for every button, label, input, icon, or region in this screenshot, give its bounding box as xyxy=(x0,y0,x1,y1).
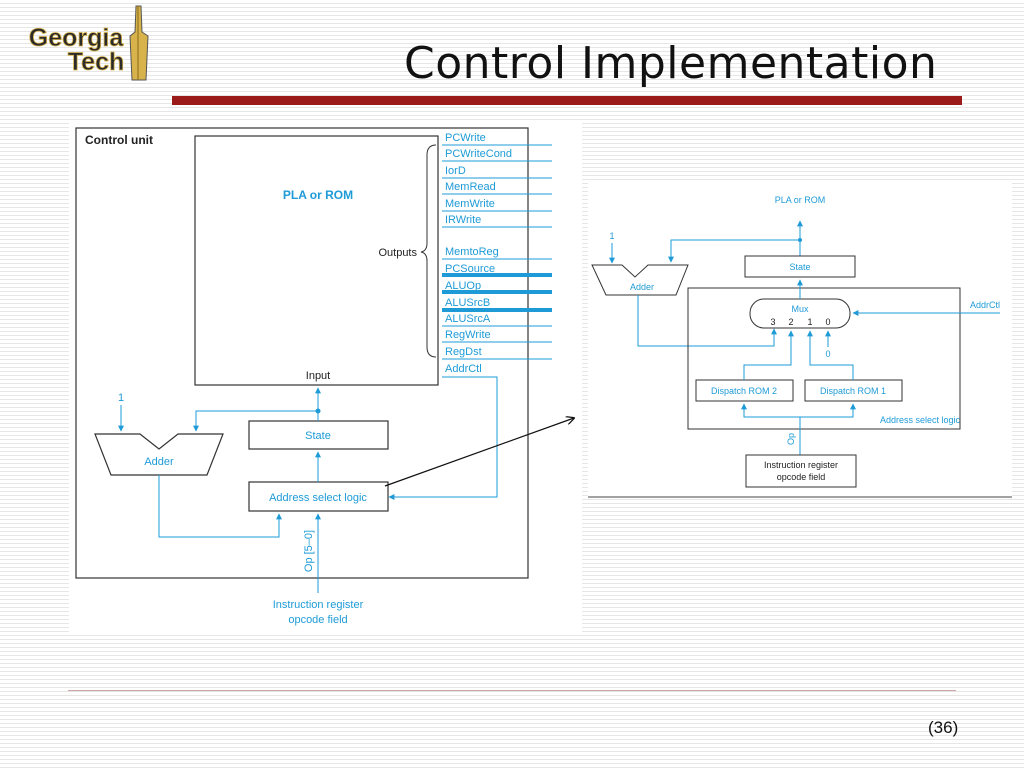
mux-label: Mux xyxy=(791,304,809,314)
outputs-label: Outputs xyxy=(378,247,417,259)
instruction-register-box xyxy=(745,454,857,488)
mux-input-0: 0 xyxy=(825,317,830,327)
opcode-to-rom1-wire xyxy=(800,403,856,418)
signal-aluop: ALUOp xyxy=(445,280,481,292)
address-select-detail-diagram: PLA or ROM State Adder 1 Address select … xyxy=(588,183,1012,499)
dispatch-rom-2-label: Dispatch ROM 2 xyxy=(711,386,777,396)
control-unit-diagram: Control unit PLA or ROM Outputs Input PC… xyxy=(69,121,582,633)
signal-regwrite: RegWrite xyxy=(445,329,491,341)
signal-alusrca: ALUSrcA xyxy=(445,313,491,325)
signal-memtoreg: MemtoReg xyxy=(445,246,499,258)
georgia-tech-logo: Georgia Tech xyxy=(14,2,154,82)
instruction-register-label-1: Instruction register xyxy=(764,460,838,470)
logo-line2: Tech xyxy=(68,48,125,76)
outputs-brace xyxy=(420,144,437,358)
signal-irwrite: IRWrite xyxy=(445,214,481,226)
pla-rom-label: PLA or ROM xyxy=(775,195,826,205)
addrctl-wire xyxy=(388,376,498,500)
signal-iord: IorD xyxy=(445,165,466,177)
constant-one-label: 1 xyxy=(609,231,614,241)
constant-one-label: 1 xyxy=(118,392,124,404)
signal-memwrite: MemWrite xyxy=(445,198,495,210)
opcode-to-rom2-wire xyxy=(741,403,800,418)
control-unit-box xyxy=(75,127,529,579)
addrctl-label: AddrCtl xyxy=(970,300,1000,310)
adder-to-mux-wire xyxy=(637,295,777,347)
adder-shape xyxy=(591,264,689,296)
slide-title: Control Implementation xyxy=(404,38,938,89)
state-label: State xyxy=(789,262,810,272)
instruction-register-label-2: opcode field xyxy=(288,614,347,626)
mux-input-1: 1 xyxy=(807,317,812,327)
instruction-register-label-2: opcode field xyxy=(777,472,826,482)
pla-rom-box xyxy=(194,135,439,386)
mux-input-3: 3 xyxy=(770,317,775,327)
signal-pcwritecond: PCWriteCond xyxy=(445,148,512,160)
address-select-logic-label: Address select logic xyxy=(880,415,961,425)
state-box xyxy=(744,255,856,278)
signal-pcsource: PCSource xyxy=(445,263,495,275)
constant-zero-label: 0 xyxy=(825,349,830,359)
page-number: (36) xyxy=(928,718,959,737)
input-label: Input xyxy=(306,370,330,382)
state-to-adder-wire xyxy=(193,410,318,432)
rom1-to-mux-wire xyxy=(807,330,854,380)
adder-to-logic-wire xyxy=(158,475,282,538)
footer-divider xyxy=(68,690,956,691)
state-label: State xyxy=(305,430,331,442)
opcode-bits-label: Op [5–0] xyxy=(303,530,315,572)
state-to-adder-wire xyxy=(668,239,800,263)
opcode-label: Op xyxy=(786,433,796,445)
signal-pcwrite: PCWrite xyxy=(445,132,486,144)
signal-addrctl: AddrCtl xyxy=(445,363,482,375)
address-select-logic-box xyxy=(687,287,961,430)
control-unit-title: Control unit xyxy=(85,133,153,147)
dispatch-rom-1-label: Dispatch ROM 1 xyxy=(820,386,886,396)
signal-regdst: RegDst xyxy=(445,346,482,358)
mux-input-2: 2 xyxy=(788,317,793,327)
logo-line1: Georgia xyxy=(29,24,125,52)
title-divider xyxy=(172,96,962,105)
signal-memread: MemRead xyxy=(445,181,496,193)
rom2-to-mux-wire xyxy=(743,330,794,380)
signal-alusrcb: ALUSrcB xyxy=(445,297,490,309)
adder-label: Adder xyxy=(630,282,654,292)
adder-label: Adder xyxy=(144,456,174,468)
adder-shape xyxy=(94,433,224,476)
address-select-logic-label: Address select logic xyxy=(269,492,367,504)
pla-rom-label: PLA or ROM xyxy=(283,188,353,202)
instruction-register-label-1: Instruction register xyxy=(273,599,364,611)
